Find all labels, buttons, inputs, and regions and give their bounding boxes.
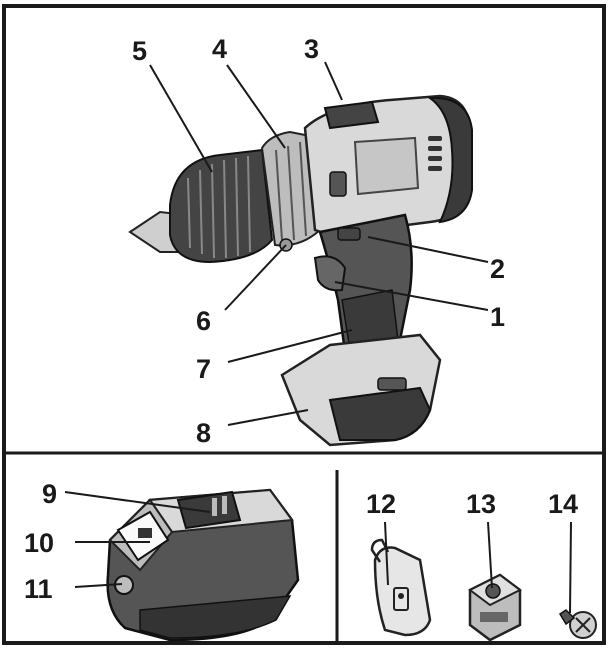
belt-clip-icon	[370, 538, 432, 637]
callout-13: 13	[466, 489, 496, 519]
callout-8: 8	[196, 418, 211, 448]
callout-6: 6	[196, 306, 211, 336]
callout-1: 1	[490, 302, 505, 332]
callout-5: 5	[132, 36, 147, 66]
figure-frame	[2, 4, 606, 645]
callout-4: 4	[212, 34, 227, 64]
battery-pack-icon	[106, 488, 300, 642]
bit-holder-icon	[468, 573, 522, 642]
callout-2: 2	[490, 254, 505, 284]
callout-12: 12	[366, 489, 396, 519]
screw-icon	[558, 609, 597, 639]
drill-icon	[128, 94, 473, 447]
callout-10: 10	[24, 528, 54, 558]
leader-lines	[64, 61, 572, 614]
callout-14: 14	[548, 489, 578, 519]
callout-11: 11	[24, 574, 53, 604]
callout-9: 9	[42, 479, 57, 509]
callout-7: 7	[196, 354, 211, 384]
callout-3: 3	[304, 34, 319, 64]
